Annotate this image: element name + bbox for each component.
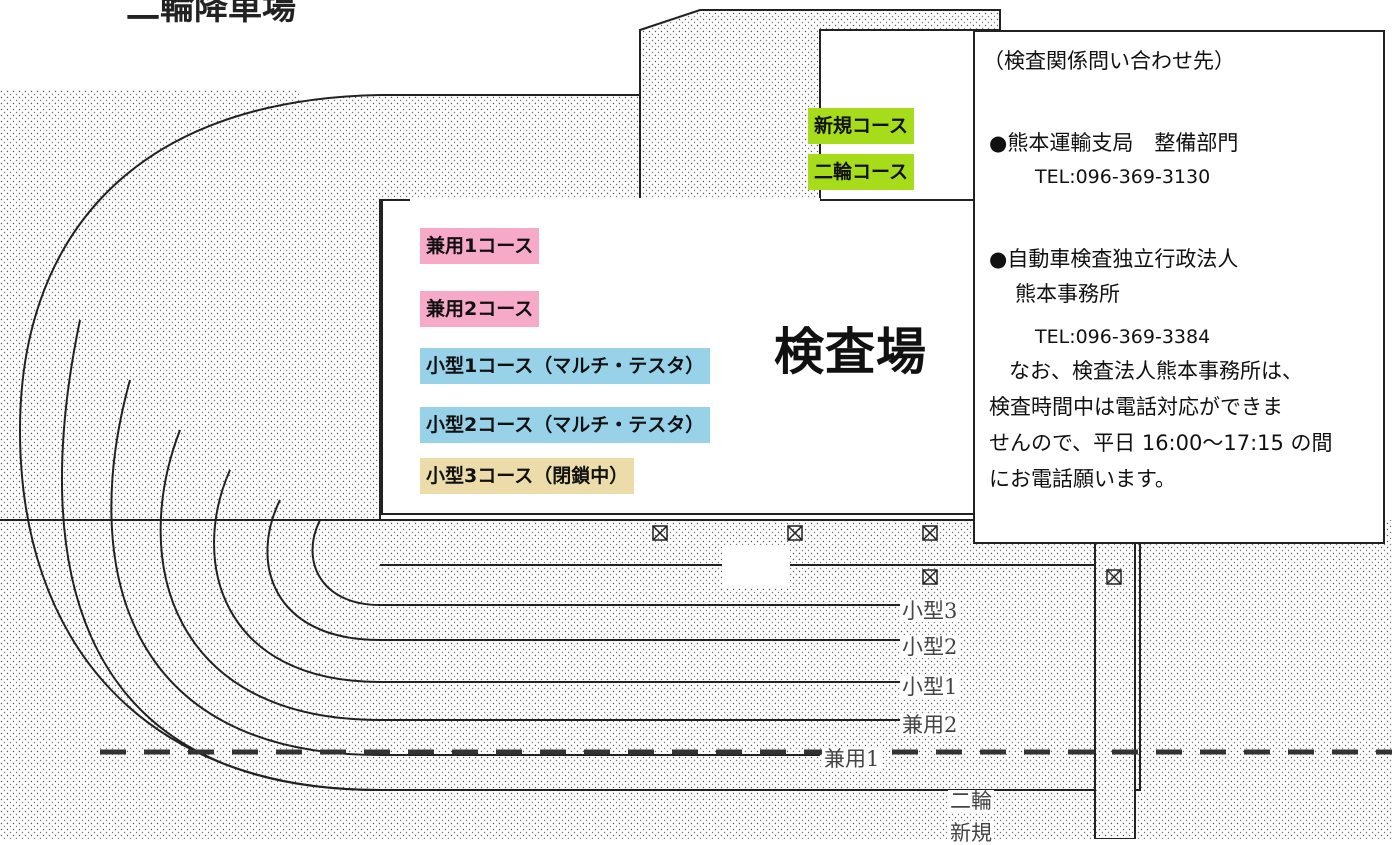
lane-label-small1: 小型1 xyxy=(900,675,960,699)
info-note-line4: にお電話願います。 xyxy=(989,467,1176,491)
lane-line-small2 xyxy=(266,499,381,641)
marker-box xyxy=(787,525,803,541)
label-kenyo2-course: 兼用2コース xyxy=(420,291,540,327)
right-strip xyxy=(1094,519,1136,839)
marker-box xyxy=(922,525,938,541)
lane-line-small1 xyxy=(213,469,381,683)
page-title: 二輪降車場 xyxy=(126,0,296,28)
info-note-line2: 検査時間中は電話対応ができま xyxy=(989,395,1283,419)
label-small2-course: 小型2コース（マルチ・テスタ） xyxy=(420,407,711,443)
lane-label-bike: 二輪 xyxy=(948,789,994,813)
marker-box xyxy=(1106,569,1122,585)
info-note-line3: せんので、平日 16:00～17:15 の間 xyxy=(989,431,1333,455)
hall-top-notch xyxy=(410,198,820,204)
lane-line-kenyo2 xyxy=(159,429,381,721)
marker-box xyxy=(922,569,938,585)
info-office2-tel: TEL:096-369-3384 xyxy=(1035,326,1211,348)
marker-box xyxy=(652,525,668,541)
inspection-hall-label: 検査場 xyxy=(774,323,927,381)
lane-line-small3 xyxy=(311,519,381,606)
lane-label-small3: 小型3 xyxy=(900,599,960,623)
info-office1-name: ●熊本運輸支局 整備部門 xyxy=(989,131,1239,155)
label-kenyo1-course: 兼用1コース xyxy=(420,228,540,264)
info-office1-tel: TEL:096-369-3130 xyxy=(1035,166,1211,188)
lane-label-kenyo2: 兼用2 xyxy=(900,713,960,737)
label-new-course: 新規コース xyxy=(808,108,915,144)
info-office2-branch: 熊本事務所 xyxy=(1015,282,1120,306)
white-gap xyxy=(722,545,790,587)
lane-line-bike xyxy=(61,319,381,791)
label-bike-course: 二輪コース xyxy=(808,154,915,190)
contact-info-box: （検査関係問い合わせ先） ●熊本運輸支局 整備部門 TEL:096-369-31… xyxy=(973,30,1385,544)
info-office2-name: ●自動車検査独立行政法人 xyxy=(989,247,1239,271)
label-small1-course: 小型1コース（マルチ・テスタ） xyxy=(420,348,711,384)
lane-label-small2: 小型2 xyxy=(900,635,960,659)
lane-line-kenyo1 xyxy=(110,379,381,756)
lane-label-new: 新規 xyxy=(948,821,994,845)
lane-label-kenyo1: 兼用1 xyxy=(822,747,882,771)
info-note-line1: なお、検査法人熊本事務所は、 xyxy=(1009,359,1303,383)
label-small3-course: 小型3コース（閉鎖中） xyxy=(420,458,635,494)
info-heading: （検査関係問い合わせ先） xyxy=(983,49,1235,73)
